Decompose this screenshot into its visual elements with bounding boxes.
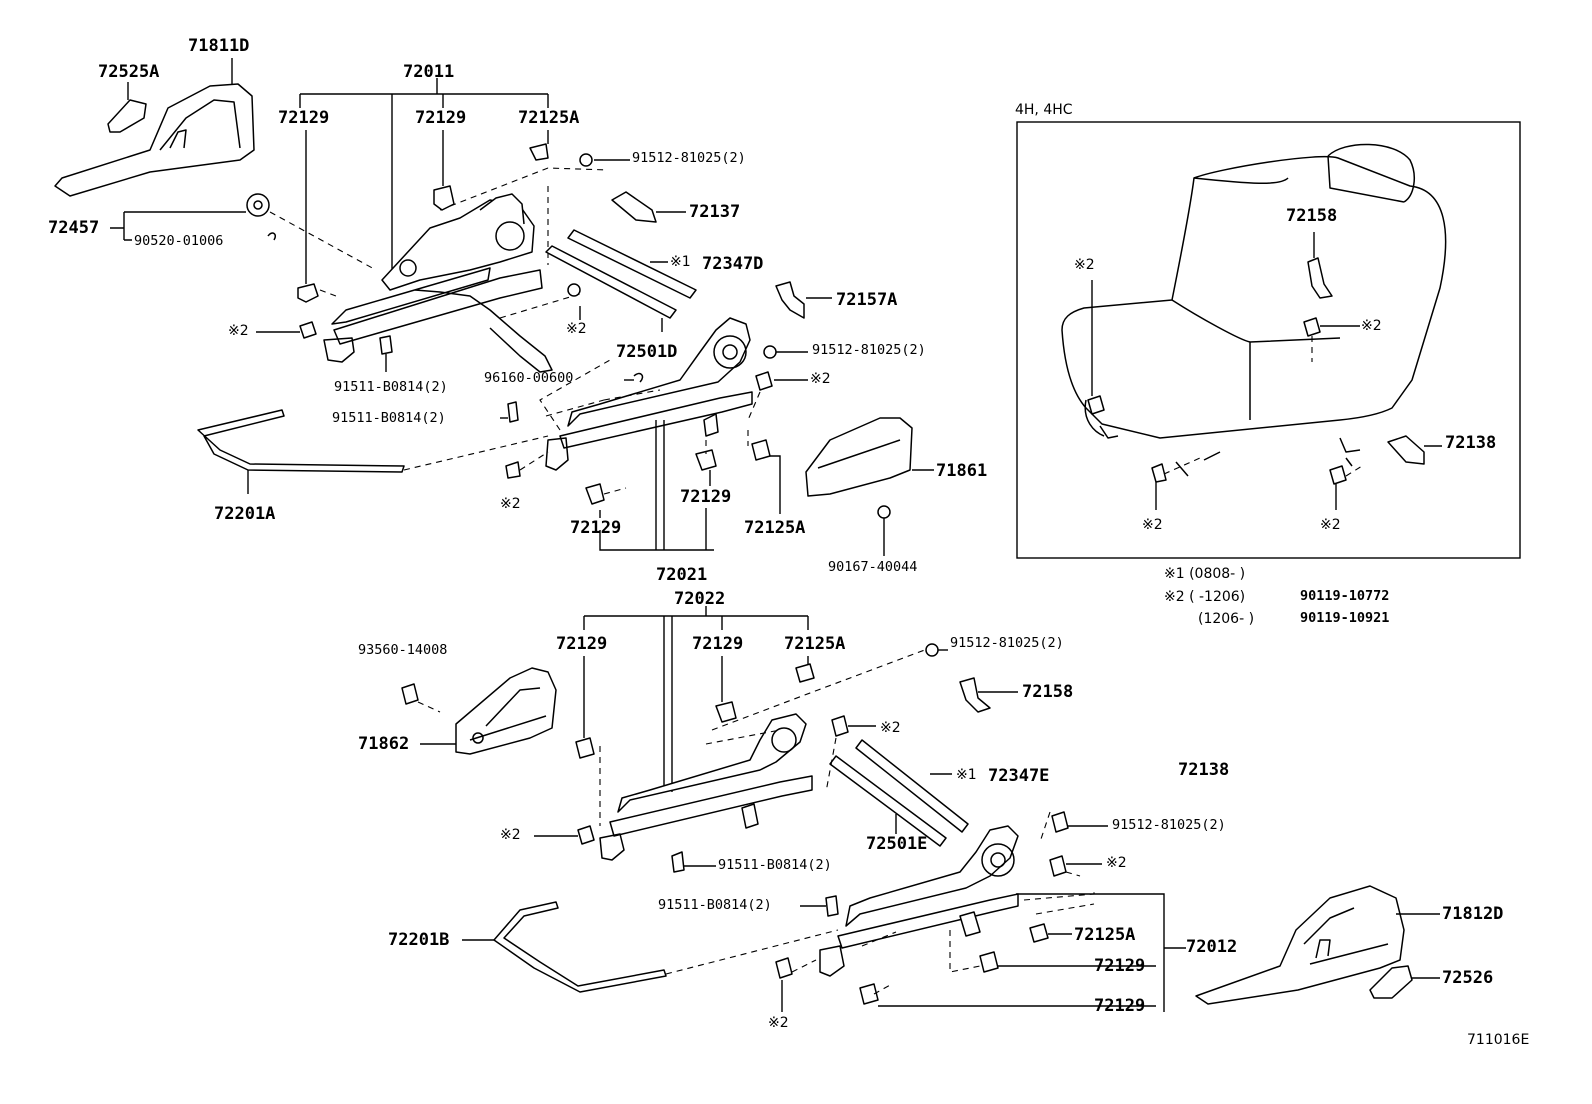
note-2a: ※2 ( -1206) bbox=[1164, 589, 1246, 605]
label-mark2-lb: ※2 bbox=[500, 827, 521, 843]
label-72129-ud: 72129 bbox=[570, 518, 622, 538]
label-72347e: 72347E bbox=[988, 766, 1050, 786]
part-72021-track bbox=[539, 317, 753, 471]
label-72125a-la: 72125A bbox=[784, 634, 846, 654]
label-mark1-72347d: ※1 bbox=[670, 254, 691, 270]
label-91512-ub: 91512-81025(2) bbox=[812, 342, 926, 358]
note-2b-part: 90119-10921 bbox=[1300, 610, 1390, 626]
label-72501d: 72501D bbox=[616, 342, 678, 362]
label-72201b: 72201B bbox=[388, 930, 450, 950]
label-91512-lb: 91512-81025(2) bbox=[1112, 817, 1226, 833]
inset-mark2-c: ※2 bbox=[1142, 517, 1163, 533]
inset-label-72138: 72138 bbox=[1445, 433, 1497, 453]
label-72129-ld: 72129 bbox=[1094, 996, 1146, 1016]
label-90520: 90520-01006 bbox=[134, 233, 224, 249]
part-71861-cover bbox=[805, 417, 934, 556]
label-71861: 71861 bbox=[936, 461, 988, 481]
part-91512-bolt-u bbox=[579, 153, 630, 167]
part-72201b-bar bbox=[462, 901, 839, 993]
inset-label-72158: 72158 bbox=[1286, 206, 1338, 226]
label-91512-la: 91512-81025(2) bbox=[950, 635, 1064, 651]
inset-mark2-d: ※2 bbox=[1320, 517, 1341, 533]
part-72129-clips-ur bbox=[585, 420, 781, 551]
part-71812d-cover bbox=[1195, 885, 1440, 1005]
label-72125a-ua: 72125A bbox=[518, 108, 580, 128]
figure-code: 711016E bbox=[1467, 1032, 1530, 1048]
label-72011: 72011 bbox=[403, 62, 455, 82]
label-91511-la: 91511-B0814(2) bbox=[718, 857, 832, 873]
part-72137 bbox=[611, 191, 686, 223]
part-72129-clips-ll bbox=[575, 643, 1018, 759]
label-91511-ub: 91511-B0814(2) bbox=[332, 410, 446, 426]
label-mark1-72347e: ※1 bbox=[956, 767, 977, 783]
part-71862-cover bbox=[401, 667, 557, 755]
label-91511-lb: 91511-B0814(2) bbox=[658, 897, 772, 913]
inset-mark2-b: ※2 bbox=[1074, 257, 1095, 273]
part-72157a bbox=[775, 281, 832, 319]
part-71811d-cover bbox=[54, 58, 255, 197]
part-bolts-lower bbox=[534, 715, 1108, 1012]
part-72347d-tube bbox=[545, 229, 697, 332]
label-72201a: 72201A bbox=[214, 504, 276, 524]
label-71811d: 71811D bbox=[188, 36, 250, 56]
label-72129-ua: 72129 bbox=[278, 108, 330, 128]
label-72457: 72457 bbox=[48, 218, 100, 238]
label-72157a: 72157A bbox=[836, 290, 898, 310]
label-72138: 72138 bbox=[1178, 760, 1230, 780]
part-72347e-tube bbox=[829, 739, 969, 847]
label-72501e: 72501E bbox=[866, 834, 928, 854]
note-2a-part: 90119-10772 bbox=[1300, 588, 1390, 604]
label-72158: 72158 bbox=[1022, 682, 1074, 702]
label-72525a: 72525A bbox=[98, 62, 160, 82]
label-91512-ua: 91512-81025(2) bbox=[632, 150, 746, 166]
label-mark2-ld: ※2 bbox=[768, 1015, 789, 1031]
label-72125a-lb: 72125A bbox=[1074, 925, 1136, 945]
part-72012-track bbox=[819, 825, 1186, 1012]
part-72129-clip-ul bbox=[297, 130, 549, 303]
part-72526-clip bbox=[1369, 965, 1440, 999]
part-72129-clips-lr bbox=[859, 923, 1156, 1007]
label-72129-lc: 72129 bbox=[1094, 956, 1146, 976]
label-91511-ua: 91511-B0814(2) bbox=[334, 379, 448, 395]
inset-title: 4H, 4HC bbox=[1015, 102, 1073, 118]
leader-72022 bbox=[583, 606, 809, 792]
inset-box bbox=[1016, 121, 1521, 559]
part-91511-bolt-lower bbox=[500, 401, 549, 479]
part-72457-knob bbox=[110, 193, 377, 271]
label-96160: 96160-00600 bbox=[484, 370, 574, 386]
label-72137: 72137 bbox=[689, 202, 741, 222]
label-72012: 72012 bbox=[1186, 937, 1238, 957]
part-bolts-upper bbox=[256, 283, 581, 372]
label-72022: 72022 bbox=[674, 589, 726, 609]
label-72526: 72526 bbox=[1442, 968, 1494, 988]
label-mark2-ud: ※2 bbox=[500, 496, 521, 512]
note-2b: (1206- ) bbox=[1198, 611, 1255, 627]
note-1: ※1 (0808- ) bbox=[1164, 566, 1246, 582]
label-93560: 93560-14008 bbox=[358, 642, 448, 658]
label-72129-ub: 72129 bbox=[415, 108, 467, 128]
part-72525a-clip bbox=[107, 82, 147, 133]
label-72129-lb: 72129 bbox=[692, 634, 744, 654]
label-mark2-uc: ※2 bbox=[810, 371, 831, 387]
label-72125a-ub: 72125A bbox=[744, 518, 806, 538]
label-72347d: 72347D bbox=[702, 254, 764, 274]
label-72129-la: 72129 bbox=[556, 634, 608, 654]
inset-mark2-a: ※2 bbox=[1361, 318, 1382, 334]
part-91512-bolt-mid bbox=[624, 345, 808, 421]
label-71812d: 71812D bbox=[1442, 904, 1504, 924]
label-72129-uc: 72129 bbox=[680, 487, 732, 507]
label-72021: 72021 bbox=[656, 565, 708, 585]
leader-72011 bbox=[299, 78, 549, 278]
label-mark2-ua: ※2 bbox=[228, 323, 249, 339]
part-72011-track bbox=[323, 167, 609, 373]
label-71862: 71862 bbox=[358, 734, 410, 754]
part-72201a-bar bbox=[197, 409, 549, 494]
part-72022-track bbox=[599, 647, 931, 861]
label-mark2-la: ※2 bbox=[880, 720, 901, 736]
label-90167: 90167-40044 bbox=[828, 559, 918, 575]
label-mark2-ub: ※2 bbox=[566, 321, 587, 337]
label-mark2-lc: ※2 bbox=[1106, 855, 1127, 871]
